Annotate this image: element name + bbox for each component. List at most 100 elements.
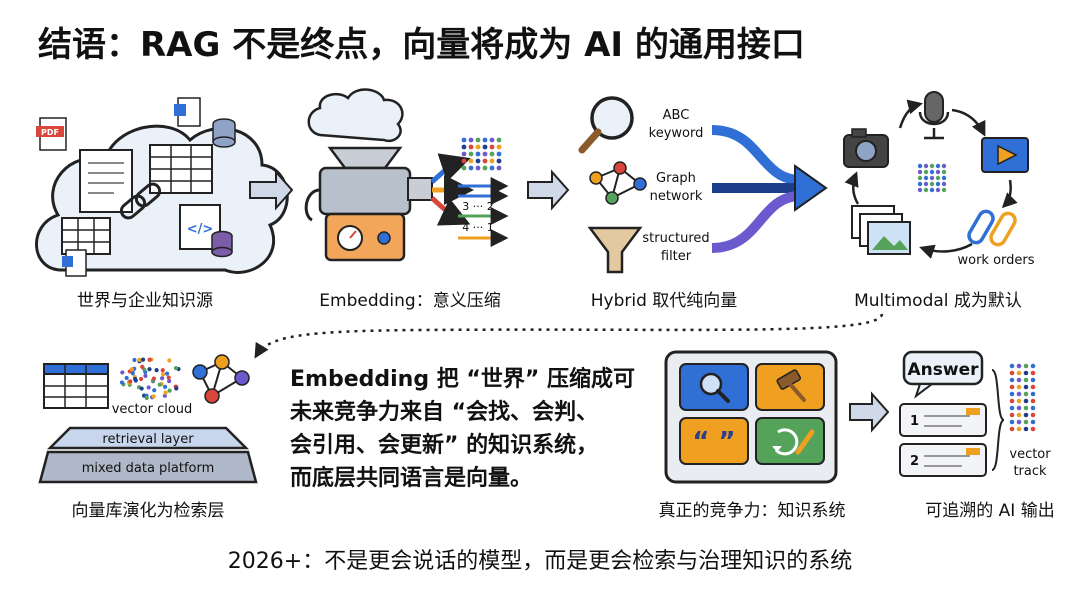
vector-dot: [929, 169, 935, 175]
vector-dot: [461, 144, 467, 150]
vector-dot: [164, 371, 170, 376]
vector-dot: [1023, 405, 1029, 411]
stage-5-caption: 向量库演化为检索层: [72, 501, 225, 521]
vector-dot: [1016, 419, 1022, 425]
graph-label-2: network: [650, 189, 703, 204]
vector-dot: [147, 357, 152, 362]
answer-bubble: Answer: [902, 350, 984, 399]
vector-dot: [163, 390, 168, 395]
vector-dot: [941, 163, 947, 169]
stage-knowledge-sources: </> PDF 世界与企业知识源: [35, 97, 289, 311]
center-vector-grid: [917, 163, 947, 193]
vector-dot: [120, 370, 125, 375]
vector-dot: [923, 175, 929, 181]
vector-dot: [917, 163, 923, 169]
pdf-label: PDF: [41, 128, 59, 137]
code-file-label: </>: [187, 222, 214, 237]
vector-dot: [152, 388, 157, 393]
cycle-arrow-2: [951, 108, 986, 137]
vector-dot: [923, 187, 929, 193]
stage-7-caption: 可追溯的 AI 输出: [925, 501, 1054, 521]
quote-line-2: 未来竞争力来自 “会找、会判、: [290, 399, 598, 425]
vector-dot: [119, 380, 125, 385]
vector-dot: [496, 144, 502, 150]
vector-dot: [482, 144, 488, 150]
chain-link-icon: [119, 182, 162, 220]
vector-dot: [935, 163, 941, 169]
vector-dot: [151, 394, 156, 399]
vector-dot: [482, 158, 488, 164]
vector-dot: [461, 165, 467, 171]
cycle-arrow-3: [1001, 179, 1018, 209]
stage-3-caption: Hybrid 取代纯向量: [591, 291, 738, 311]
vector-dot: [137, 357, 142, 363]
vector-dot: [1030, 412, 1036, 418]
vector-dot: [162, 384, 168, 390]
vector-dot: [1030, 426, 1036, 432]
vector-dot: [475, 137, 481, 143]
vector-dot: [128, 379, 133, 384]
reference-card-2: 2: [899, 443, 987, 477]
vector-dot: [1030, 370, 1036, 376]
grinder-machine-icon: [304, 146, 433, 262]
stage-1-caption: 世界与企业知识源: [77, 291, 213, 311]
funnel-icon: [587, 226, 643, 274]
quote-marks-icon: “ ”: [692, 427, 735, 457]
quote-cite-tile: “ ”: [679, 417, 749, 465]
vector-track-label-1: vector: [1009, 447, 1051, 462]
vector-dot: [1009, 419, 1015, 425]
vector-dot: [935, 175, 941, 181]
vector-dot: [132, 357, 137, 363]
paperclip-icon: [967, 209, 1017, 247]
vector-dot: [124, 375, 129, 381]
reference-card-1: 1: [899, 403, 987, 437]
vector-dot: [162, 393, 167, 398]
vector-dot: [489, 165, 495, 171]
document-icon: [79, 149, 133, 213]
vector-dot: [482, 151, 488, 157]
stage-traceable-output: Answer 1 2 vector track 可追溯的 AI 输出: [899, 350, 1055, 521]
merge-curve-purple: [711, 191, 801, 253]
vector-dot: [929, 175, 935, 181]
vector-dot: [1030, 405, 1036, 411]
vector-dot: [1016, 398, 1022, 404]
vector-dot: [923, 169, 929, 175]
vector-dot: [139, 386, 144, 391]
vector-dot: [1016, 377, 1022, 383]
vector-dot: [941, 175, 947, 181]
stage-embedding: 3 ··· 2 4 ··· 1 Embedding：意义压缩: [304, 88, 509, 311]
word-doc-icon: [174, 97, 201, 127]
reference-number-1: 1: [910, 414, 919, 429]
vector-dot: [143, 373, 148, 378]
pdf-icon: PDF: [36, 117, 67, 151]
vector-dot: [929, 163, 935, 169]
vector-dot: [935, 181, 941, 187]
vector-dot: [1009, 363, 1015, 369]
vector-sample-b: 4 ··· 1: [462, 221, 493, 234]
vector-dot: [468, 158, 474, 164]
cycle-arrow-1: [898, 99, 923, 129]
flow-arrow-3: [849, 391, 890, 433]
structured-label-2: filter: [661, 249, 692, 264]
vector-dot: [468, 151, 474, 157]
quote-line-4: 而底层共同语言是向量。: [290, 465, 532, 491]
vector-dot: [1016, 405, 1022, 411]
vector-dot: [489, 144, 495, 150]
vector-dot: [935, 187, 941, 193]
vector-cloud-label: vector cloud: [112, 402, 193, 417]
vector-dot: [929, 187, 935, 193]
flow-arrow-2: [527, 169, 570, 211]
stage-hybrid: ABC keyword Graph network structured fil…: [578, 96, 828, 311]
vector-dot: [1016, 391, 1022, 397]
page-title: 结语：RAG 不是终点，向量将成为 AI 的通用接口: [38, 25, 805, 65]
vector-dot: [1009, 377, 1015, 383]
search-tile: [679, 363, 749, 411]
vector-dot: [496, 137, 502, 143]
vector-dot: [917, 175, 923, 181]
quote-line-3: 会引用、会更新” 的知识系统，: [290, 432, 598, 458]
vector-track-grid: [1009, 363, 1036, 432]
vector-dot: [475, 158, 481, 164]
vector-cloud-dots: [119, 357, 181, 401]
vector-dot: [941, 181, 947, 187]
image-stack-icon: [851, 205, 911, 255]
